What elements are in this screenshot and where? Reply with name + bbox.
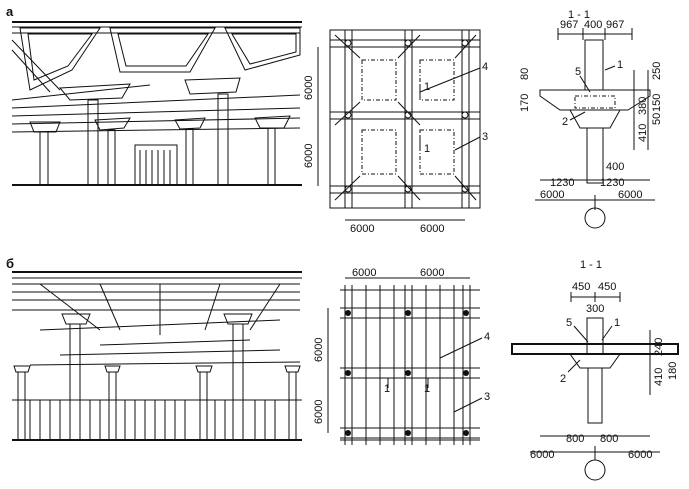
section-b-dim-6000-right: 6000 [628, 449, 652, 461]
section-a-dim-6000-left: 6000 [540, 189, 564, 201]
section-b-dim-6000-left: 6000 [530, 449, 554, 461]
section-a-dim-6000-right: 6000 [618, 189, 642, 201]
plan-b-section-mark-left: 1 [384, 383, 390, 395]
plan-b-callout-4: 4 [484, 331, 490, 343]
perspective-view-b [12, 271, 302, 441]
plan-a-dim-bottom-left: 6000 [350, 223, 374, 235]
section-b-callout-5: 5 [566, 317, 572, 329]
panel-a-letter: а [6, 4, 14, 19]
section-a-dim-50: 50 [651, 113, 663, 125]
section-a-dim-170: 170 [519, 94, 531, 112]
plan-a-callout-3: 3 [482, 131, 488, 143]
section-b-dim-800-left: 800 [566, 433, 584, 445]
panel-b-letter: б [6, 256, 14, 271]
section-detail-b [511, 292, 679, 481]
plan-grid-a [317, 29, 481, 221]
plan-b-dim-top-left: 6000 [352, 267, 376, 279]
section-b-dim-300: 300 [586, 303, 604, 315]
plan-b-dim-left-top: 6000 [313, 338, 325, 362]
plan-a-dim-left-top: 6000 [303, 76, 315, 100]
section-detail-a [535, 28, 655, 229]
plan-b-callout-3: 3 [484, 391, 490, 403]
plan-a-dim-left-bottom: 6000 [303, 144, 315, 168]
plan-a-section-mark-top: 1 [424, 81, 430, 93]
plan-a-section-mark-bottom: 1 [424, 143, 430, 155]
section-a-callout-5: 5 [575, 66, 581, 78]
section-b-dim-top-left: 450 [572, 281, 590, 293]
section-a-title: 1 - 1 [568, 9, 590, 21]
plan-b-dim-top-right: 6000 [420, 267, 444, 279]
section-b-dim-180: 180 [667, 362, 679, 380]
section-a-dim-top-mid: 400 [584, 19, 602, 31]
section-a-dim-150: 150 [651, 94, 663, 112]
section-a-dim-top-right: 967 [606, 19, 624, 31]
section-a-dim-250: 250 [651, 62, 663, 80]
section-a-dim-410: 410 [637, 124, 649, 142]
plan-grid-b [327, 277, 483, 445]
plan-b-section-mark-right: 1 [424, 383, 430, 395]
plan-b-dim-left-bottom: 6000 [313, 400, 325, 424]
section-a-callout-1: 1 [617, 59, 623, 71]
section-b-callout-1: 1 [614, 317, 620, 329]
section-a-dim-1230-left: 1230 [550, 177, 574, 189]
section-b-dim-top-right: 450 [598, 281, 616, 293]
section-a-dim-380: 380 [637, 97, 649, 115]
section-b-dim-800-right: 800 [600, 433, 618, 445]
section-a-callout-2: 2 [562, 116, 568, 128]
section-a-dim-400: 400 [606, 161, 624, 173]
section-b-dim-410: 410 [653, 368, 665, 386]
section-a-dim-80: 80 [519, 68, 531, 80]
section-b-title: 1 - 1 [580, 259, 602, 271]
perspective-view-a [11, 21, 302, 186]
plan-a-callout-4: 4 [482, 61, 488, 73]
section-b-dim-240: 240 [653, 338, 665, 356]
plan-a-dim-bottom-right: 6000 [420, 223, 444, 235]
section-b-callout-2: 2 [560, 373, 566, 385]
section-a-dim-1230-right: 1230 [600, 177, 624, 189]
section-a-dim-top-left: 967 [560, 19, 578, 31]
